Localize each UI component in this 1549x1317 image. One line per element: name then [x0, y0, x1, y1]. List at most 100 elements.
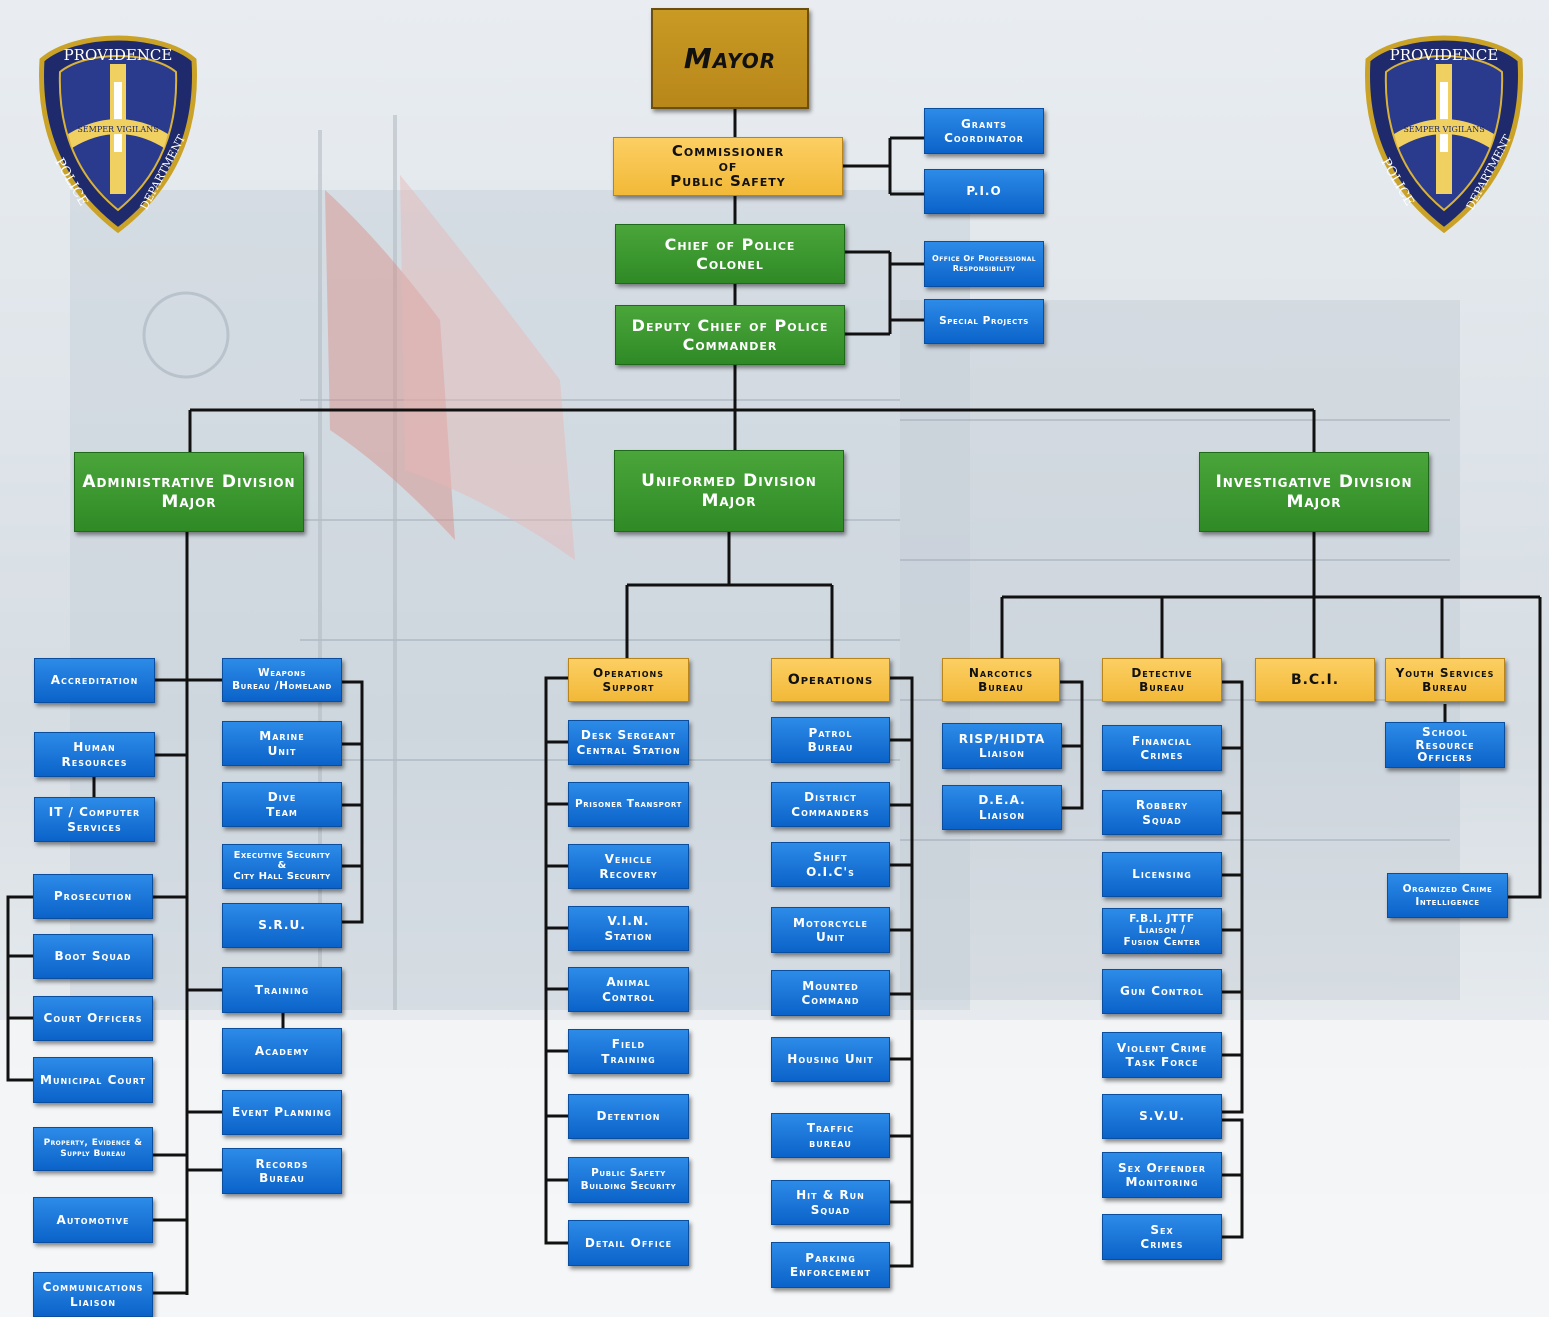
- risp-hidta-box: RISP/HIDTA Liaison: [942, 723, 1062, 769]
- administrative-division-label: Administrative Division Major: [82, 471, 296, 512]
- property-evidence-label: Property, Evidence & Supply Bureau: [43, 1138, 143, 1159]
- records-bureau-box: Records Bureau: [222, 1148, 342, 1194]
- mounted-command-label: Mounted Command: [801, 978, 860, 1007]
- field-training-box: Field Training: [568, 1029, 689, 1074]
- gun-control-box: Gun Control: [1102, 969, 1222, 1014]
- narcotics-bureau-box: Narcotics Bureau: [942, 658, 1060, 702]
- field-training-label: Field Training: [601, 1037, 656, 1066]
- public-safety-building-box: Public Safety Building Security: [568, 1157, 689, 1203]
- traffic-bureau-label: Traffic bureau: [806, 1121, 855, 1150]
- boot-squad-label: Boot Squad: [54, 949, 132, 964]
- vehicle-recovery-label: Vehicle Recovery: [599, 852, 658, 881]
- operations-support-box: Operations Support: [568, 658, 689, 702]
- executive-security-box: Executive Security & City Hall Security: [222, 844, 342, 889]
- robbery-squad-box: Robbery Squad: [1102, 790, 1222, 835]
- svu-box: S.V.U.: [1102, 1094, 1222, 1139]
- licensing-label: Licensing: [1132, 867, 1192, 882]
- pio-label: P.I.O: [966, 184, 1002, 199]
- dive-team-label: Dive Team: [266, 790, 298, 819]
- prisoner-transport-label: Prisoner Transport: [575, 798, 682, 811]
- patrol-bureau-box: Patrol Bureau: [771, 717, 890, 763]
- dive-team-box: Dive Team: [222, 782, 342, 827]
- bci-box: B.C.I.: [1255, 658, 1375, 702]
- chief-of-police-label: Chief of Police Colonel: [664, 234, 796, 273]
- detail-office-label: Detail Office: [584, 1235, 673, 1250]
- financial-crimes-box: Financial Crimes: [1102, 725, 1222, 771]
- uniformed-division-label: Uniformed Division Major: [641, 470, 817, 511]
- school-resource-box: School Resource Officers: [1385, 722, 1505, 768]
- desk-sergeant-box: Desk Sergeant Central Station: [568, 720, 689, 765]
- hit-and-run-label: Hit & Run Squad: [796, 1188, 865, 1217]
- prosecution-box: Prosecution: [33, 874, 153, 919]
- gun-control-label: Gun Control: [1119, 984, 1205, 999]
- vin-station-box: V.I.N. Station: [568, 906, 689, 951]
- academy-box: Academy: [222, 1028, 342, 1074]
- public-safety-building-label: Public Safety Building Security: [580, 1167, 677, 1192]
- vehicle-recovery-box: Vehicle Recovery: [568, 844, 689, 889]
- svu-label: S.V.U.: [1139, 1109, 1185, 1124]
- sex-offender-box: Sex Offender Monitoring: [1102, 1152, 1222, 1198]
- robbery-squad-label: Robbery Squad: [1135, 798, 1189, 827]
- sru-label: S.R.U.: [258, 918, 306, 933]
- executive-security-label: Executive Security & City Hall Security: [233, 849, 331, 882]
- investigative-division-box: Investigative Division Major: [1199, 452, 1429, 532]
- property-evidence-box: Property, Evidence & Supply Bureau: [33, 1127, 153, 1171]
- operations-label: Operations: [787, 671, 874, 688]
- animal-control-box: Animal Control: [568, 967, 689, 1012]
- marine-unit-box: Marine Unit: [222, 721, 342, 766]
- district-commanders-box: District Commanders: [771, 782, 890, 827]
- grants-coordinator-label: Grants Coordinator: [944, 116, 1024, 145]
- investigative-division-label: Investigative Division Major: [1215, 471, 1413, 512]
- licensing-box: Licensing: [1102, 852, 1222, 897]
- shift-oics-label: Shift O.I.C's: [806, 850, 855, 879]
- detail-office-box: Detail Office: [568, 1220, 689, 1266]
- detective-bureau-label: Detective Bureau: [1131, 665, 1193, 694]
- commissioner-box: Commissioner of Public Safety: [613, 137, 843, 196]
- weapons-bureau-label: Weapons Bureau /Homeland: [232, 667, 332, 692]
- housing-unit-box: Housing Unit: [771, 1037, 890, 1082]
- event-planning-box: Event Planning: [222, 1090, 342, 1135]
- mayor-box: Mayor: [651, 8, 809, 109]
- municipal-court-box: Municipal Court: [33, 1057, 153, 1103]
- badge-line1-label: PROVIDENCE: [64, 46, 173, 64]
- prosecution-label: Prosecution: [53, 889, 133, 904]
- boot-squad-box: Boot Squad: [33, 934, 153, 979]
- vin-station-label: V.I.N. Station: [604, 914, 653, 943]
- youth-services-label: Youth Services Bureau: [1395, 665, 1495, 694]
- youth-services-box: Youth Services Bureau: [1385, 658, 1505, 702]
- financial-crimes-label: Financial Crimes: [1132, 733, 1192, 762]
- court-officers-box: Court Officers: [33, 996, 153, 1041]
- operations-support-label: Operations Support: [593, 665, 664, 694]
- animal-control-label: Animal Control: [602, 975, 655, 1004]
- training-label: Training: [254, 982, 310, 997]
- fbi-jttf-box: F.B.I. JTTF Liaison / Fusion Center: [1102, 908, 1222, 954]
- grants-coordinator-box: Grants Coordinator: [924, 108, 1044, 154]
- chief-of-police-box: Chief of Police Colonel: [615, 224, 845, 284]
- bci-label: B.C.I.: [1290, 671, 1340, 688]
- police-badge-left-icon: PROVIDENCE SEMPER VIGILANS POLICE DEPART…: [39, 35, 197, 234]
- sex-crimes-label: Sex Crimes: [1140, 1222, 1184, 1251]
- desk-sergeant-label: Desk Sergeant Central Station: [576, 728, 681, 757]
- badge-line1-label: PROVIDENCE: [1390, 46, 1499, 64]
- operations-box: Operations: [771, 658, 890, 702]
- hit-and-run-box: Hit & Run Squad: [771, 1180, 890, 1225]
- prisoner-transport-box: Prisoner Transport: [568, 782, 689, 827]
- patrol-bureau-label: Patrol Bureau: [807, 725, 854, 754]
- detective-bureau-box: Detective Bureau: [1102, 658, 1222, 702]
- dea-liaison-box: D.E.A. Liaison: [942, 785, 1062, 830]
- communications-liaison-box: Communications Liaison: [33, 1272, 153, 1317]
- badge-motto-label: SEMPER VIGILANS: [77, 125, 158, 134]
- parking-enforcement-box: Parking Enforcement: [771, 1242, 890, 1288]
- detention-label: Detention: [596, 1109, 661, 1124]
- motorcycle-unit-box: Motorcycle Unit: [771, 907, 890, 953]
- opr-label: Office Of Professional Responsibility: [932, 254, 1036, 273]
- commissioner-label: Commissioner of Public Safety: [670, 142, 786, 190]
- accreditation-box: Accreditation: [34, 658, 155, 703]
- sru-box: S.R.U.: [222, 903, 342, 948]
- detention-box: Detention: [568, 1094, 689, 1139]
- shift-oics-box: Shift O.I.C's: [771, 842, 890, 887]
- it-computer-services-label: IT / Computer Services: [48, 805, 141, 834]
- automotive-box: Automotive: [33, 1197, 153, 1243]
- sex-crimes-box: Sex Crimes: [1102, 1214, 1222, 1260]
- weapons-bureau-box: Weapons Bureau /Homeland: [222, 658, 342, 702]
